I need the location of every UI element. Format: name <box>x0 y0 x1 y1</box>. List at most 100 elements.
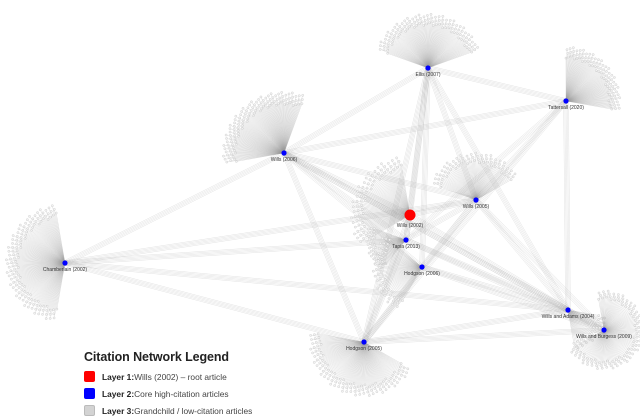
citation-edge <box>283 66 428 153</box>
leaf-node <box>259 95 263 99</box>
citation-edge <box>409 198 476 215</box>
leaf-node <box>376 286 380 290</box>
leaf-node <box>430 16 434 20</box>
node-wills2002[interactable]: Wills (2002) <box>397 209 424 230</box>
leaf-node <box>582 48 585 52</box>
blue-swatch-icon <box>84 388 95 399</box>
node-hodgson2006[interactable]: Hodgson (2006) <box>404 264 440 277</box>
leaf-node <box>581 358 585 362</box>
leaf-node <box>616 86 620 89</box>
leaf-node <box>253 103 256 107</box>
leaf-node <box>23 304 26 307</box>
citation-edge <box>475 200 604 331</box>
leaf-node <box>314 340 318 344</box>
leaf-node <box>225 140 229 144</box>
leaf-node <box>592 61 596 64</box>
leaf-node <box>241 121 245 124</box>
leaf-node <box>247 114 251 118</box>
leaf-node <box>387 42 390 45</box>
citation-edge <box>283 67 429 154</box>
leaf-node <box>10 277 13 281</box>
leaf-node <box>590 364 594 367</box>
leaf-node <box>429 12 433 16</box>
leaf-node <box>240 127 244 130</box>
leaf-node <box>403 19 406 23</box>
leaf-node <box>390 290 394 294</box>
leaf-node <box>617 296 621 299</box>
leaf-node <box>359 233 362 237</box>
node-chamberlain2002[interactable]: Chamberlain (2002) <box>43 260 88 273</box>
leaf-node <box>257 103 261 107</box>
leaf-node <box>473 48 477 52</box>
leaf-node <box>577 356 581 360</box>
leaf-node <box>440 178 444 181</box>
leaf-node <box>457 28 461 32</box>
leaf-node <box>632 307 635 310</box>
leaf-node <box>632 340 636 344</box>
leaf-node <box>596 367 599 370</box>
node-tapia2013[interactable]: Tapia (2013) <box>392 237 420 250</box>
leaf-node <box>489 154 493 157</box>
leaf-node <box>338 381 341 385</box>
leaf-node <box>627 307 631 310</box>
leaf-node <box>13 267 16 271</box>
leaf-node <box>34 220 38 223</box>
citation-edge <box>408 216 567 313</box>
leaf-node <box>5 271 9 274</box>
leaf-node <box>384 284 387 288</box>
leaf-node <box>417 13 421 17</box>
leaf-node <box>334 380 337 384</box>
leaf-node <box>277 102 280 105</box>
node-tattersall2020[interactable]: Tattersall (2020) <box>548 98 584 111</box>
leaf-node <box>245 109 248 112</box>
leaf-node <box>586 357 589 360</box>
node-wills2005[interactable]: Wills (2005) <box>463 197 490 210</box>
leaf-node <box>602 68 606 72</box>
leaf-node <box>383 171 387 174</box>
leaf-node <box>242 118 245 121</box>
leaf-node <box>611 98 614 102</box>
citation-edge <box>285 150 606 329</box>
leaf-node <box>328 374 332 377</box>
leaf-node <box>607 67 611 70</box>
node-ellis2007[interactable]: Ellis (2007) <box>415 65 441 78</box>
leaf-node <box>586 60 590 63</box>
leaf-node <box>629 312 632 316</box>
leaf-node <box>384 382 388 386</box>
leaf-node <box>475 154 479 158</box>
leaf-node <box>408 19 412 23</box>
leaf-node <box>457 164 461 167</box>
node-willsadams2004[interactable]: Wills and Adams (2004) <box>542 307 595 320</box>
leaf-node <box>393 162 397 166</box>
leaf-node <box>26 292 29 295</box>
leaf-node <box>383 294 387 297</box>
leaf-node <box>309 334 312 337</box>
leaf-node <box>441 22 445 26</box>
leaf-node <box>460 161 464 165</box>
node-wills2006[interactable]: Wills (2006) <box>271 150 298 163</box>
leaf-node <box>291 91 294 95</box>
citation-edge <box>421 266 605 331</box>
leaf-node <box>353 386 356 389</box>
citation-edge <box>419 198 475 266</box>
node-willsburgess2009[interactable]: Wills and Burgess (2009) <box>576 327 632 340</box>
leaf-node <box>607 80 610 84</box>
leaf-node <box>365 186 369 190</box>
leaf-node <box>498 159 502 163</box>
leaf-node <box>33 214 37 217</box>
leaf-node <box>32 303 35 306</box>
leaf-node <box>26 218 29 222</box>
citation-edge <box>282 154 410 218</box>
leaf-node <box>225 160 229 164</box>
leaf-node <box>441 15 445 18</box>
citation-edge <box>411 212 570 309</box>
leaf-node <box>251 106 255 109</box>
leaf-node <box>385 290 388 294</box>
leaf-node <box>353 214 357 218</box>
node-hodgson2005[interactable]: Hodgson (2005) <box>346 339 382 352</box>
leaf-node <box>575 53 579 56</box>
leaf-node <box>14 283 18 287</box>
leaf-node <box>410 22 414 26</box>
leaf-node <box>372 227 376 230</box>
leaf-node <box>318 367 322 370</box>
